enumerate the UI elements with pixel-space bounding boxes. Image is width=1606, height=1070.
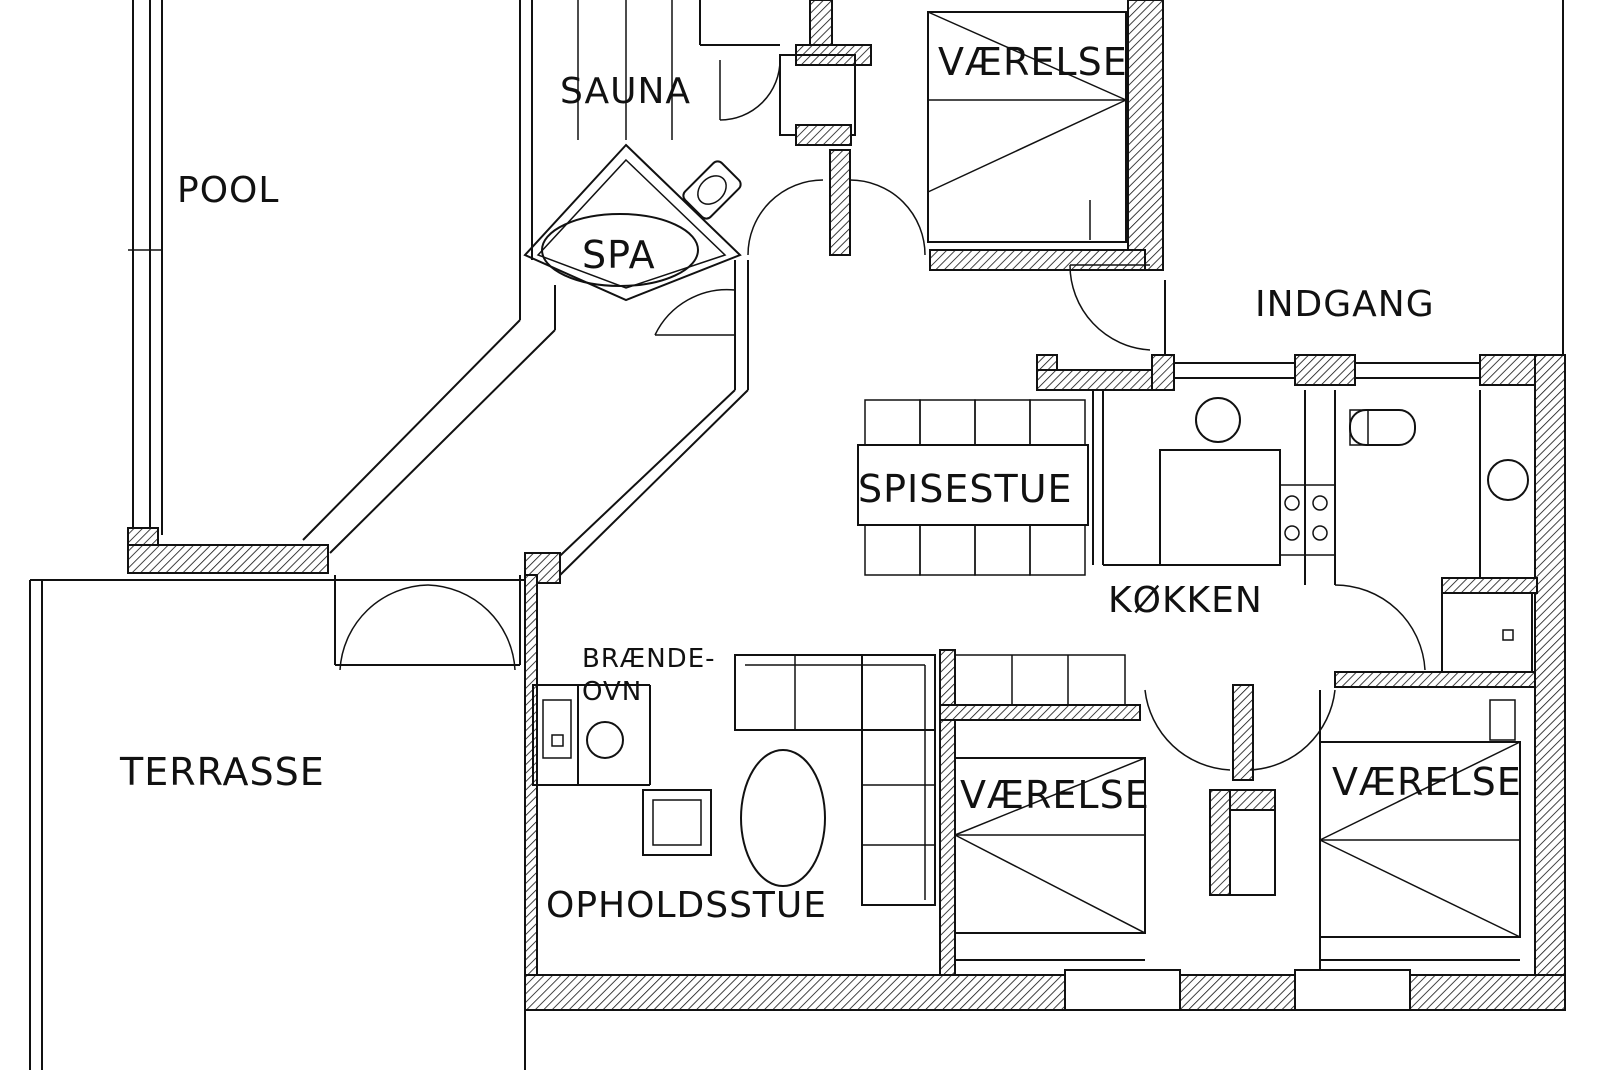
sauna-spa-area [302, 0, 926, 581]
room-label-bedroom-mid: VÆRELSE [960, 773, 1150, 817]
room-label-sauna: SAUNA [560, 71, 691, 112]
terrace-area [29, 552, 561, 1070]
dining-table [857, 399, 1089, 576]
room-label-terrace: TERRASSE [119, 750, 325, 794]
bedroom-right [1209, 671, 1536, 970]
room-label-bedroom-top: VÆRELSE [938, 40, 1128, 84]
room-label-bedroom-right: VÆRELSE [1332, 760, 1522, 804]
room-label-spa: SPA [582, 233, 656, 277]
bottom-wall [524, 959, 1566, 1011]
room-label-stove-line2: OVN [582, 677, 642, 707]
entrance-area [1036, 0, 1566, 996]
room-label-dining: SPISESTUE [858, 467, 1073, 511]
room-label-entrance: INDGANG [1255, 284, 1435, 325]
bathroom-right [1349, 390, 1538, 681]
kitchen-area [1092, 390, 1426, 671]
room-label-living: OPHOLDSSTUE [546, 885, 827, 926]
room-label-pool: POOL [177, 170, 279, 211]
pool-area [127, 0, 329, 574]
room-label-stove-line1: BRÆNDE- [582, 644, 716, 674]
room-label-kitchen: KØKKEN [1108, 580, 1263, 621]
living-room [532, 654, 936, 906]
